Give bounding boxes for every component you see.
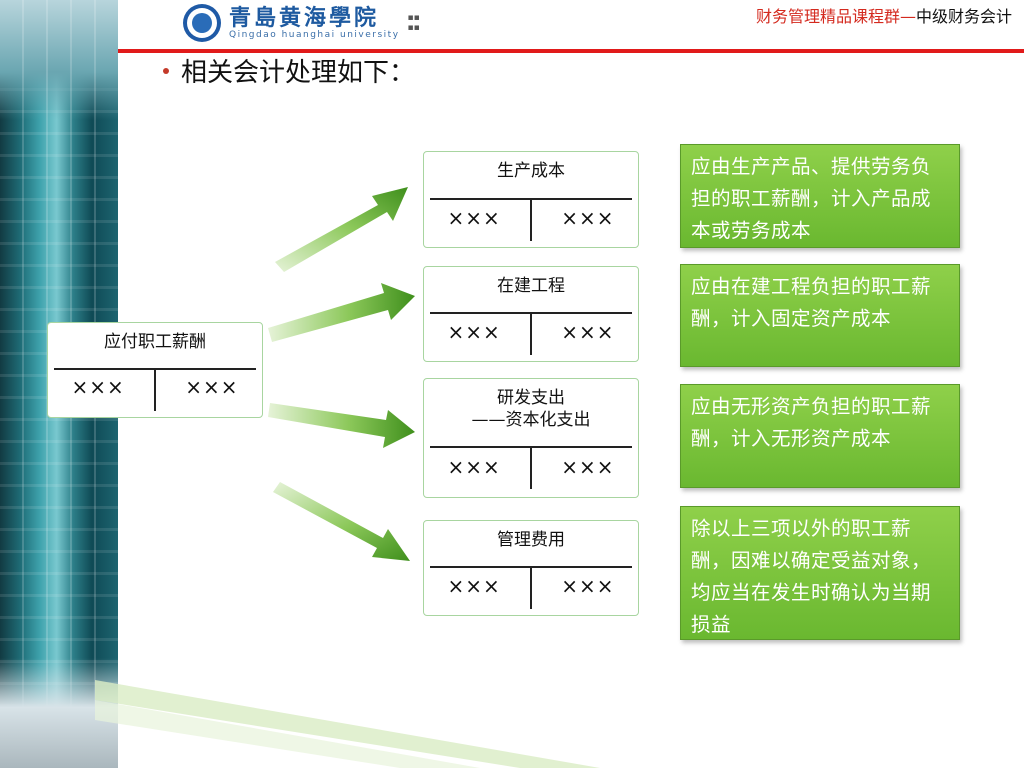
course-title: 财务管理精品课程群—中级财务会计: [755, 7, 1012, 26]
source-account-title: 应付职工薪酬: [104, 332, 206, 352]
t-account-divider: [530, 447, 532, 489]
source-debit: ×××: [71, 375, 125, 399]
account-rd-expense: 研发支出 ——资本化支出 ××× ×××: [423, 378, 639, 498]
bullet-icon: [163, 67, 169, 74]
school-emblem-icon: [183, 4, 221, 42]
account-title: 在建工程: [497, 276, 565, 296]
account-credit: ×××: [561, 455, 615, 479]
account-title: 研发支出: [497, 388, 565, 408]
t-account-divider: [154, 369, 156, 411]
note-production-cost: 应由生产产品、提供劳务负担的职工薪酬，计入产品成本或劳务成本: [680, 144, 960, 248]
account-production-cost: 生产成本 ××× ×××: [423, 151, 639, 248]
account-title: 生产成本: [497, 161, 565, 181]
source-account: 应付职工薪酬 ××× ×××: [47, 322, 263, 418]
t-account-divider: [530, 567, 532, 609]
arrow-to-production-cost: [275, 187, 408, 272]
note-construction: 应由在建工程负担的职工薪酬，计入固定资产成本: [680, 264, 960, 367]
account-admin-expense: 管理费用 ××× ×××: [423, 520, 639, 616]
account-credit: ×××: [561, 574, 615, 598]
account-credit: ×××: [561, 206, 615, 230]
account-debit: ×××: [447, 320, 501, 344]
arrow-to-construction: [268, 283, 415, 342]
account-debit: ×××: [447, 574, 501, 598]
arrow-to-rd: [268, 403, 415, 448]
source-credit: ×××: [185, 375, 239, 399]
note-intangible: 应由无形资产负担的职工薪酬，计入无形资产成本: [680, 384, 960, 488]
arrow-to-admin-expense: [273, 482, 410, 561]
account-debit: ×××: [447, 206, 501, 230]
school-name-cn: 青島黄海學院: [229, 4, 380, 31]
logo-seal-icon: ▪▪▪▪: [407, 13, 420, 33]
account-subtitle: ——资本化支出: [471, 410, 591, 430]
t-account-divider: [530, 313, 532, 355]
school-logo: 青島黄海學院 Qingdao huanghai university ▪▪▪▪: [183, 2, 473, 44]
school-name-en: Qingdao huanghai university: [229, 29, 400, 40]
header-rule: [118, 49, 1024, 53]
t-account-divider: [530, 199, 532, 241]
note-other-expense: 除以上三项以外的职工薪酬，因难以确定受益对象，均应当在发生时确认为当期损益: [680, 506, 960, 640]
account-debit: ×××: [447, 455, 501, 479]
section-heading: 相关会计处理如下：: [163, 56, 415, 90]
account-construction: 在建工程 ××× ×××: [423, 266, 639, 362]
account-title: 管理费用: [497, 530, 565, 550]
account-credit: ×××: [561, 320, 615, 344]
